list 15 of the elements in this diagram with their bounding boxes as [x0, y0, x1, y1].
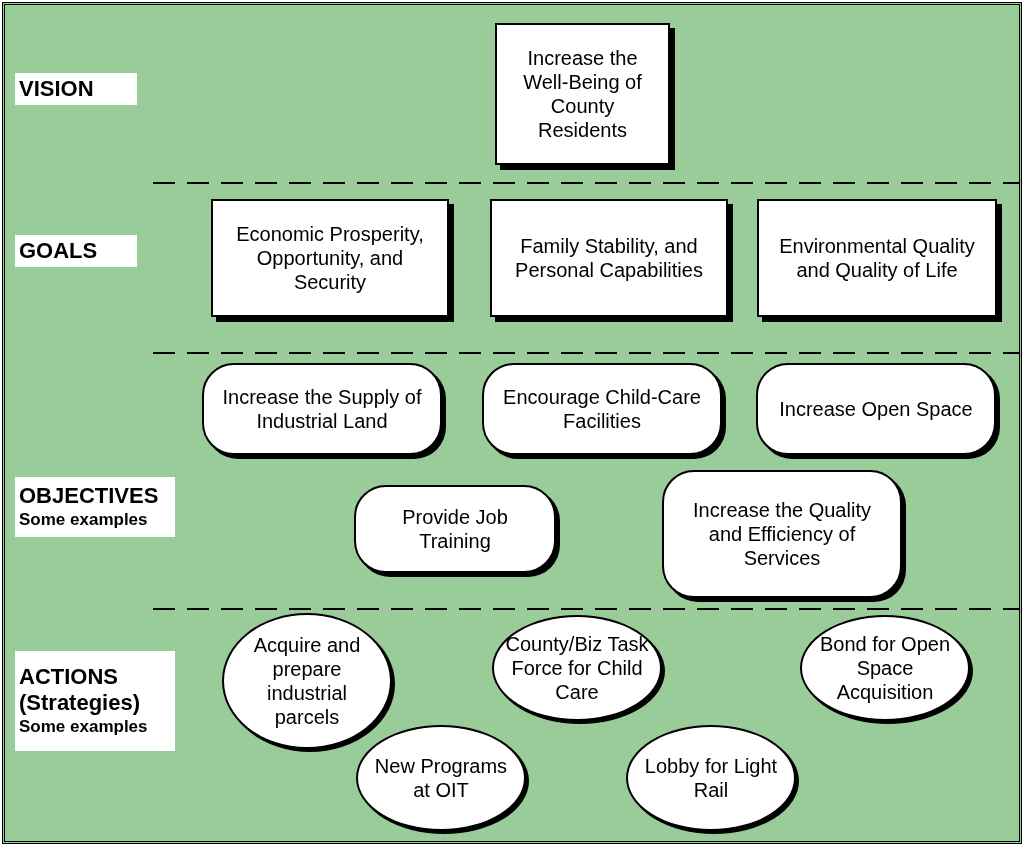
row-title: GOALS [19, 238, 98, 264]
row-subtitle: Some examples [19, 716, 148, 738]
action-ellipse: Bond for Open Space Acquisition [800, 615, 970, 721]
row-title: ACTIONS (Strategies) [19, 664, 142, 716]
action-ellipse: Acquire and prepare industrial parcels [222, 613, 392, 749]
action-ellipse: New Programs at OIT [356, 725, 526, 831]
action-ellipse: Lobby for Light Rail [626, 725, 796, 831]
row-subtitle: Some examples [19, 509, 148, 531]
label-panel [15, 235, 137, 267]
action-ellipse: County/Biz Task Force for Child Care [492, 615, 662, 721]
label-panel [15, 651, 175, 751]
label-panel [15, 73, 137, 105]
label-panel [15, 477, 175, 537]
row-title: VISION [19, 76, 94, 102]
row-title: OBJECTIVES [19, 483, 159, 509]
